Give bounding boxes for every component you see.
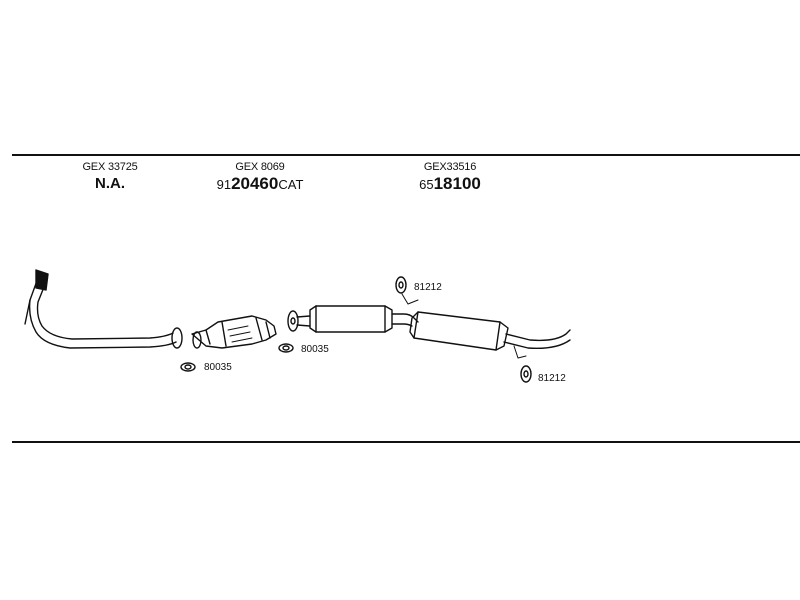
gasket-icon — [180, 362, 196, 372]
hanger-icon — [395, 276, 419, 305]
rear-silencer — [409, 311, 571, 359]
part-number-prefix: 91 — [216, 177, 232, 192]
bottom-rule — [12, 441, 800, 443]
middle-pipe — [296, 305, 419, 333]
part-number-prefix: 65 — [419, 177, 434, 192]
part-number: N.A. — [95, 175, 125, 192]
gasket-icon — [278, 343, 294, 353]
front-pipe — [24, 269, 183, 349]
gasket-label: 80035 — [204, 362, 232, 373]
part-number: 9120460CAT — [200, 174, 320, 195]
hanger-label: 81212 — [538, 373, 566, 384]
part-number-main: 20460 — [231, 174, 279, 193]
catalytic-converter — [191, 315, 277, 349]
top-rule — [12, 154, 800, 156]
part-code: GEX 33725 — [82, 161, 138, 173]
hanger-icon — [520, 365, 532, 383]
part-code: GEX33516 — [423, 161, 477, 173]
gasket-label: 80035 — [301, 344, 329, 355]
part-label-catalytic-converter: GEX 8069 9120460CAT — [200, 161, 320, 195]
part-label-silencer: GEX33516 6518100 — [405, 161, 495, 195]
part-number-main: 18100 — [433, 174, 481, 193]
part-code: GEX 8069 — [235, 161, 285, 173]
hanger-label: 81212 — [414, 282, 442, 293]
part-number-suffix: CAT — [278, 177, 304, 192]
part-label-front-pipe: GEX 33725 N.A. — [70, 161, 150, 194]
part-number: 6518100 — [405, 174, 495, 195]
pipe-flange — [287, 310, 299, 332]
